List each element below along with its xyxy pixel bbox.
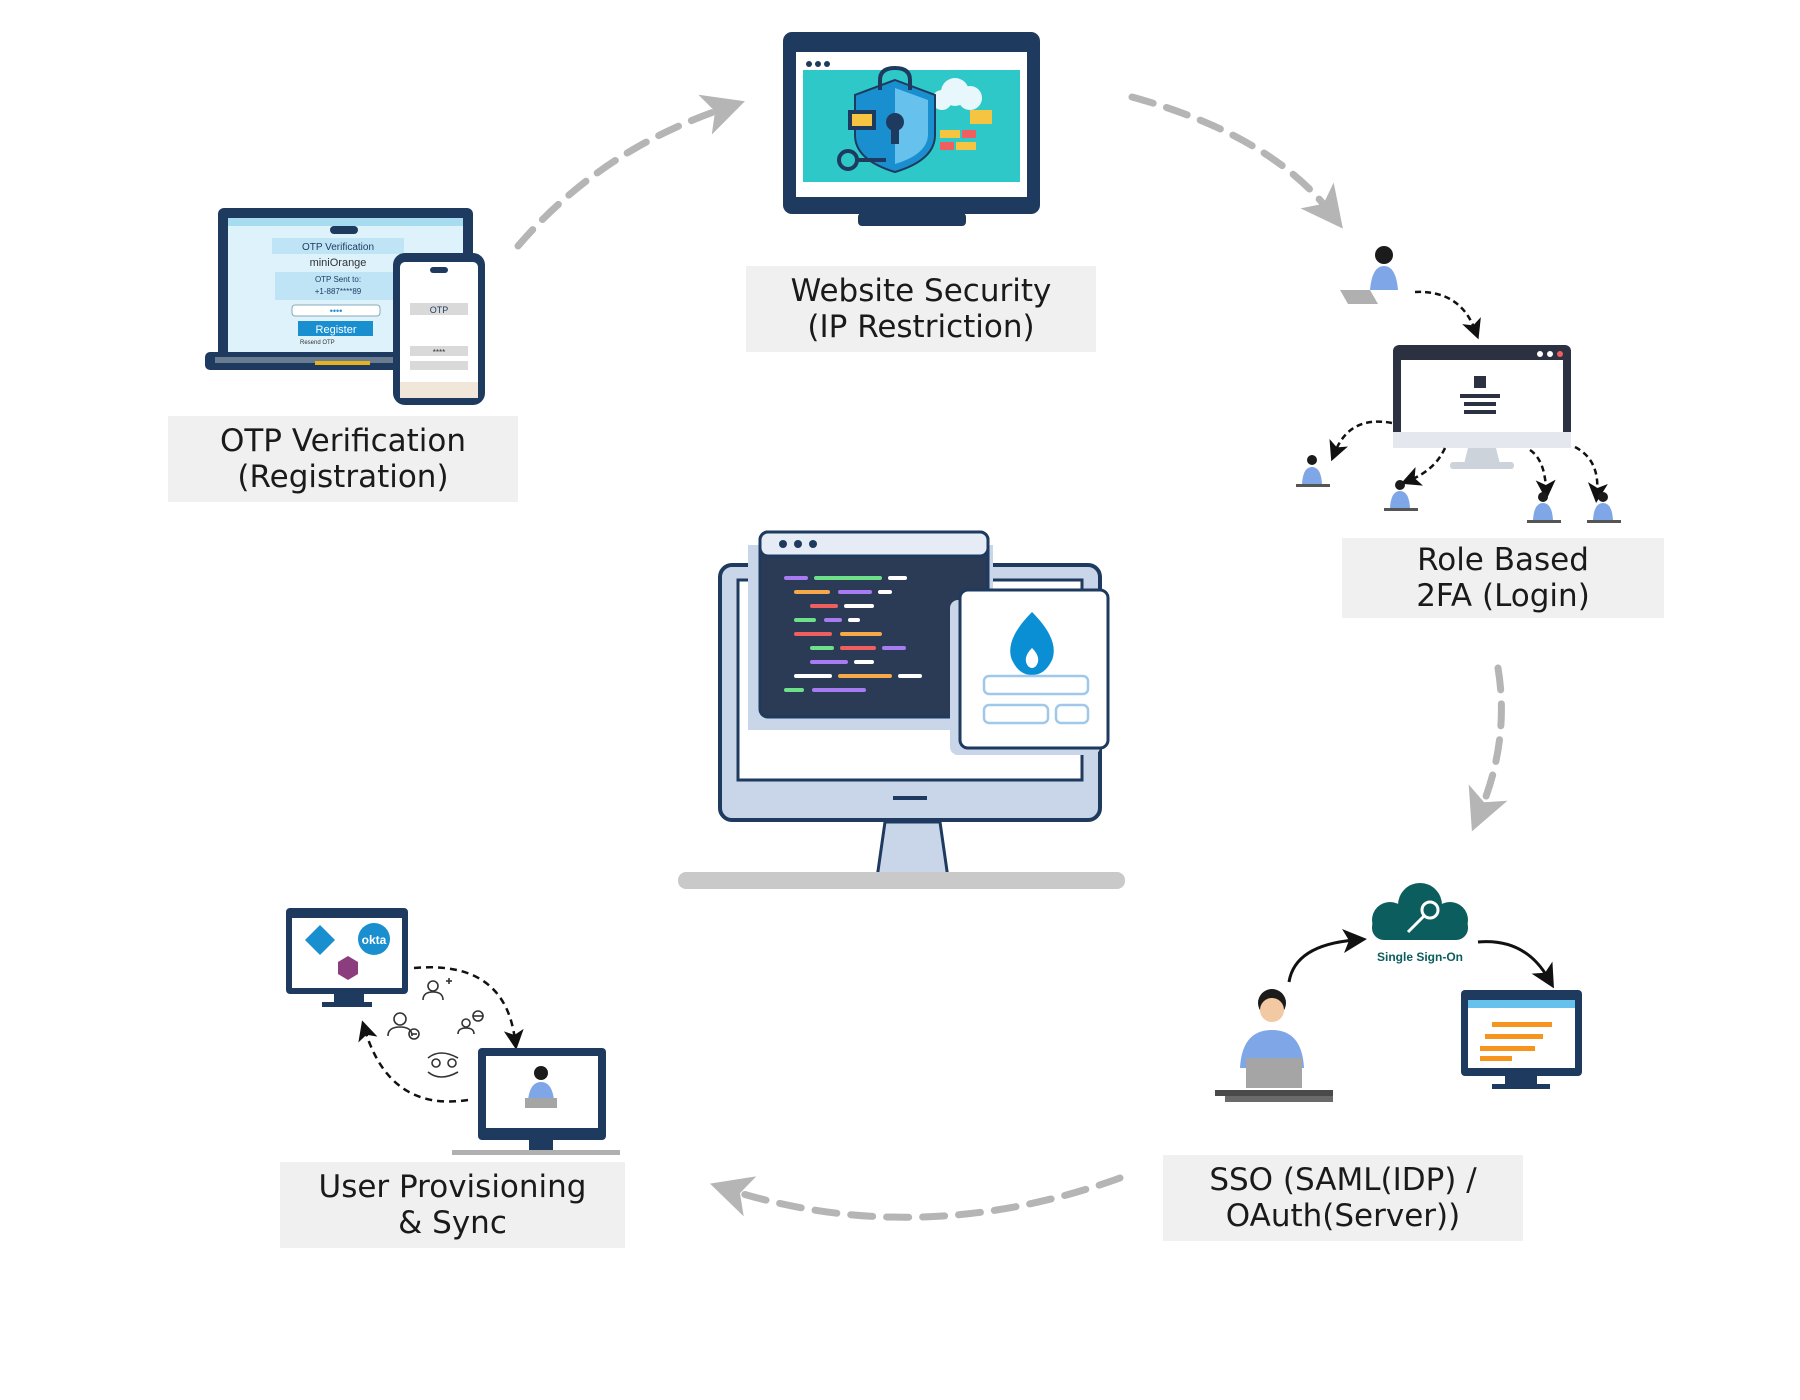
step-label-line1: Role Based xyxy=(1417,542,1589,578)
step-label-line2: & Sync xyxy=(398,1205,507,1241)
step-label-otp-verification: OTP Verification (Registration) xyxy=(168,416,518,502)
center-drupal-monitor xyxy=(678,530,1125,889)
role-based-illustration xyxy=(1296,246,1621,523)
otp-screen-register: Register xyxy=(316,324,357,336)
step-label-line1: SSO (SAML(IDP) / xyxy=(1209,1162,1477,1198)
step-label-sso: SSO (SAML(IDP) / OAuth(Server)) xyxy=(1163,1155,1523,1241)
okta-logo xyxy=(358,923,390,955)
azure-ad-icon xyxy=(305,925,335,955)
okta-logo-text: okta xyxy=(362,933,387,947)
security-monitor-illustration xyxy=(783,32,1040,226)
sso-cloud-label: Single Sign-On xyxy=(1377,950,1463,964)
cycle-arrow-4 xyxy=(709,1174,1124,1221)
step-label-line2: (IP Restriction) xyxy=(807,309,1035,345)
user-add-icon xyxy=(422,978,452,1001)
otp-screen-code: •••• xyxy=(330,306,343,316)
step-label-line2: 2FA (Login) xyxy=(1416,578,1590,614)
otp-screen-phone: +1-887****89 xyxy=(315,287,362,296)
user-globe-icon xyxy=(457,1010,484,1035)
step-label-line2: OAuth(Server)) xyxy=(1225,1198,1461,1234)
otp-screen-title: OTP Verification xyxy=(302,242,374,253)
user-sync-icon xyxy=(427,1052,459,1078)
otp-screen-resend: Resend OTP xyxy=(300,340,335,346)
user-remove-icon xyxy=(387,1012,420,1040)
otp-phone-label: OTP xyxy=(430,305,449,315)
sso-illustration: Single Sign-On xyxy=(1215,883,1582,1102)
step-label-line1: Website Security xyxy=(790,273,1052,309)
cycle-arrow-1 xyxy=(514,94,745,250)
otp-screen-sent-to: OTP Sent to: xyxy=(315,275,361,284)
otp-screen-brand: miniOrange xyxy=(310,257,367,269)
step-label-user-provisioning: User Provisioning & Sync xyxy=(280,1162,625,1248)
step-label-line2: (Registration) xyxy=(237,459,449,495)
otp-devices-illustration: OTP Verification miniOrange OTP Sent to:… xyxy=(205,208,485,405)
drupal-drop-icon xyxy=(1010,612,1054,675)
step-label-line1: User Provisioning xyxy=(318,1169,587,1205)
step-label-website-security: Website Security (IP Restriction) xyxy=(746,266,1096,352)
cycle-arrow-2 xyxy=(1128,93,1343,229)
cycle-arrow-3 xyxy=(1468,664,1508,832)
cognito-icon xyxy=(338,956,358,980)
provisioning-illustration: okta xyxy=(286,908,620,1155)
step-label-line1: OTP Verification xyxy=(219,423,467,459)
step-label-role-based-2fa: Role Based 2FA (Login) xyxy=(1342,538,1664,618)
otp-phone-code: **** xyxy=(433,348,445,357)
